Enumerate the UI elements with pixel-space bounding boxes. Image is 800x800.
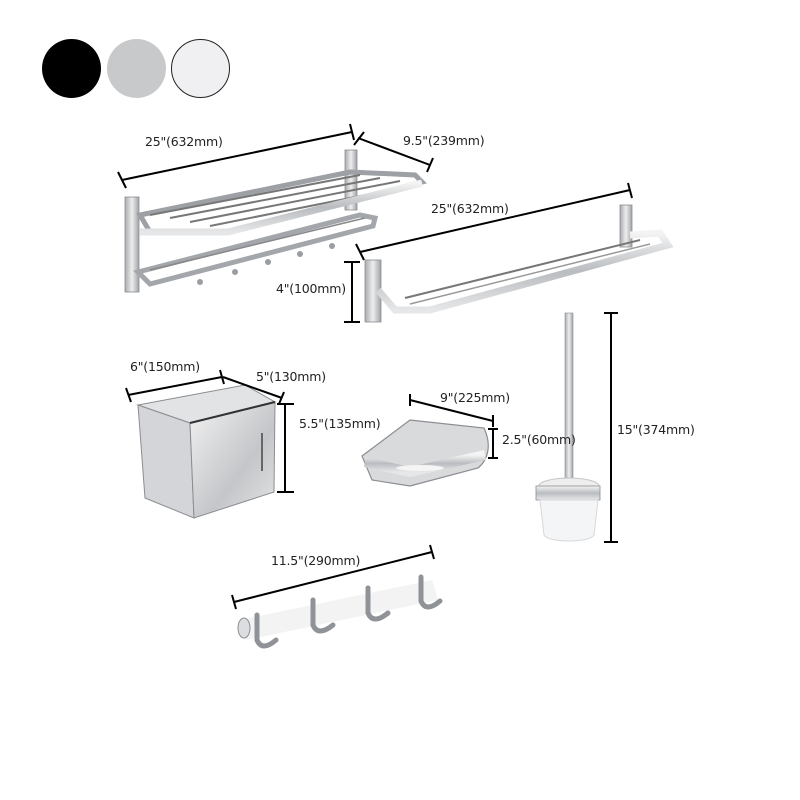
caddy-width-label: 9"(225mm) — [440, 390, 510, 405]
caddy-height-label: 2.5"(60mm) — [502, 432, 576, 447]
paper-holder-height-label: 5.5"(135mm) — [299, 416, 381, 431]
double-towel-bar-image — [364, 204, 674, 323]
paper-holder-width-label: 6"(150mm) — [130, 359, 200, 374]
toilet-paper-holder-image — [136, 384, 277, 519]
shelf-depth-label: 9.5"(239mm) — [403, 133, 485, 148]
double-towel-shelf-image — [124, 149, 427, 293]
color-swatch-white[interactable] — [171, 39, 230, 98]
brush-height-label: 15"(374mm) — [617, 422, 695, 437]
robe-hook-rail-image — [237, 574, 443, 649]
color-swatch-silver[interactable] — [107, 39, 166, 98]
hook-rail-width-label: 11.5"(290mm) — [271, 553, 361, 568]
bar-width-label: 25"(632mm) — [431, 201, 509, 216]
dimension-lines — [117, 123, 633, 610]
shelf-width-label: 25"(632mm) — [145, 134, 223, 149]
toilet-brush-holder-image — [535, 312, 601, 542]
bar-height-label: 4"(100mm) — [276, 281, 346, 296]
paper-holder-depth-label: 5"(130mm) — [256, 369, 326, 384]
color-swatch-black[interactable] — [42, 39, 101, 98]
corner-shower-caddy-image — [361, 419, 489, 487]
